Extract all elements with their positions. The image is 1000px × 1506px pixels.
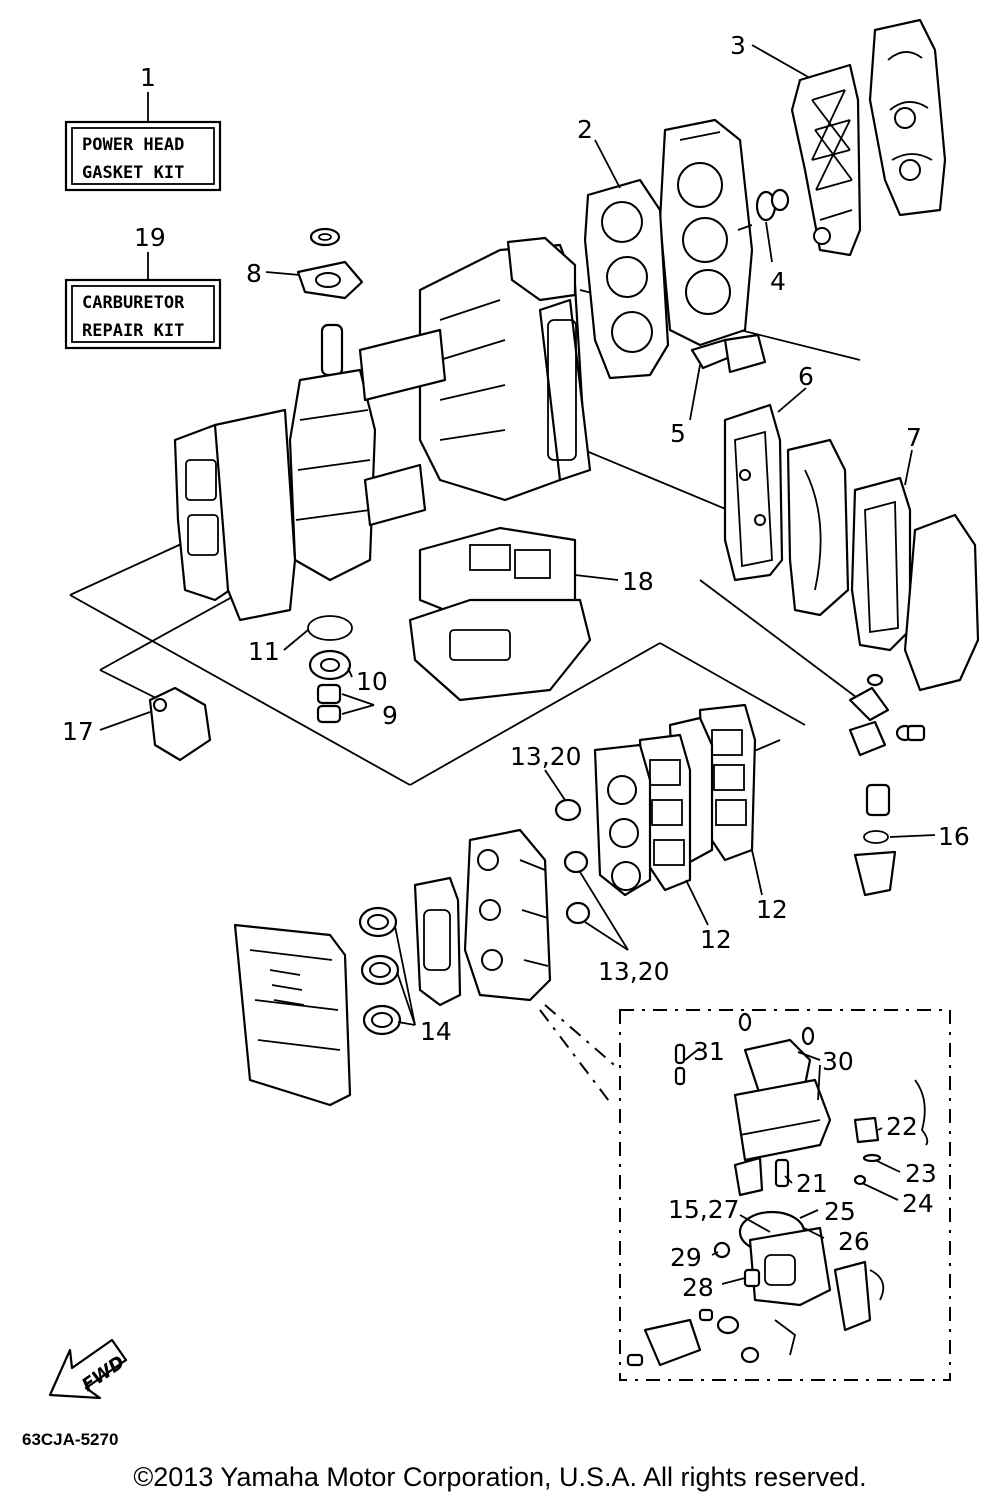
kit-carburetor-line1: CARBURETOR [82, 293, 185, 313]
callout-22: 22 [886, 1112, 918, 1141]
cylinder-head-outer-cover [868, 18, 947, 217]
callout-7: 7 [906, 423, 922, 452]
crankshaft [288, 323, 447, 582]
callout-10: 10 [356, 667, 388, 696]
kit-carburetor-line2: REPAIR KIT [82, 321, 184, 341]
part-17-cover [148, 686, 212, 762]
diagram-code: 63CJA-5270 [22, 1430, 119, 1449]
callout-12-left: 12 [700, 925, 732, 954]
part-14-rings [358, 906, 402, 1036]
cylinder-head-cover-gasket [790, 63, 862, 257]
intake-silencer [233, 923, 352, 1107]
callout-23: 23 [905, 1159, 937, 1188]
kit-power-head: 1 POWER HEAD GASKET KIT [64, 63, 222, 192]
callout-2: 2 [577, 115, 593, 144]
carburetor-gasket [413, 876, 462, 1007]
carburetor-detail-parts [626, 1012, 929, 1367]
callout-31: 31 [693, 1037, 725, 1066]
carburetor-bank [463, 828, 552, 1002]
carb-detail-dashed-leaders [539, 1004, 621, 1106]
part-10-oil-seal [308, 649, 352, 681]
callout-18: 18 [622, 567, 654, 596]
callout-29: 29 [670, 1243, 702, 1272]
carburetor-detail-box [619, 1009, 951, 1381]
fuel-filter-assembly [848, 673, 926, 897]
cylinder-head [658, 118, 754, 347]
kit-carburetor: 19 CARBURETOR REPAIR KIT [64, 223, 222, 350]
kit-power-head-line1: POWER HEAD [82, 135, 184, 155]
callout-25: 25 [824, 1197, 856, 1226]
callout-21: 21 [796, 1169, 828, 1198]
callout-5: 5 [670, 419, 686, 448]
kit-power-head-number: 1 [140, 63, 156, 92]
callout-30: 30 [822, 1047, 854, 1076]
callout-6: 6 [798, 362, 814, 391]
intake-manifold [173, 408, 297, 622]
kit-power-head-line2: GASKET KIT [82, 163, 184, 183]
part-4-plug [755, 188, 790, 222]
cylinder-head-gasket [583, 178, 670, 380]
part-9-bushings [316, 683, 342, 724]
callout-13-20-top: 13,20 [510, 742, 582, 771]
cylinder-block [418, 236, 592, 502]
callout-3: 3 [730, 31, 746, 60]
fwd-arrow: FWD [48, 1338, 129, 1400]
callout-28: 28 [682, 1273, 714, 1302]
callout-24: 24 [902, 1189, 934, 1218]
part-13-gaskets [554, 798, 591, 925]
part-11-o-ring [307, 615, 353, 641]
callout-26: 26 [838, 1227, 870, 1256]
callout-9: 9 [382, 701, 398, 730]
callout-13-20-bottom: 13,20 [598, 957, 670, 986]
exhaust-inner-cover [786, 438, 850, 617]
exhaust-inner-gasket [723, 403, 784, 582]
callout-16: 16 [938, 822, 970, 851]
exhaust-outer-gasket [850, 476, 912, 652]
exhaust-guide [408, 598, 592, 702]
callout-4: 4 [770, 267, 786, 296]
exhaust-outer-cover [903, 513, 980, 692]
callout-leaders [99, 44, 936, 1285]
callout-8: 8 [246, 259, 262, 288]
callout-numbers: 3 2 4 8 5 6 7 18 11 10 9 17 16 13,20 13,… [62, 31, 970, 1302]
callout-15-27: 15,27 [668, 1195, 740, 1224]
kit-carburetor-number: 19 [134, 223, 166, 252]
part-8-seal-housing [296, 227, 364, 300]
callout-14: 14 [420, 1017, 452, 1046]
thermostat-gasket [690, 333, 767, 374]
intake-manifold-rear [593, 743, 652, 897]
copyright-notice: ©2013 Yamaha Motor Corporation, U.S.A. A… [133, 1462, 867, 1492]
callout-11: 11 [248, 637, 280, 666]
callout-12-right: 12 [756, 895, 788, 924]
callout-17: 17 [62, 717, 94, 746]
